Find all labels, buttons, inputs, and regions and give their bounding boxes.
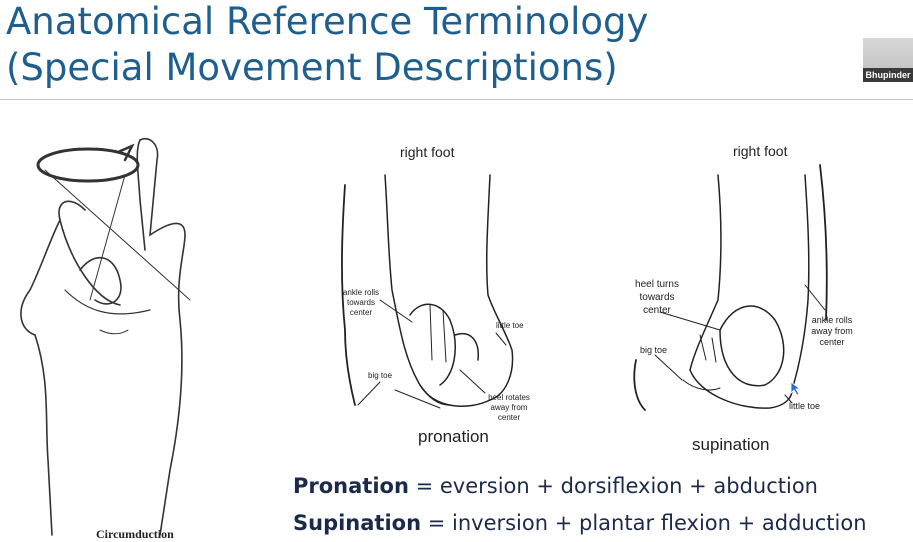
- circumduction-hand-illustration: [20, 138, 191, 536]
- pronation-equation: = eversion + dorsiflexion + abduction: [408, 474, 818, 498]
- supination-little-toe-label: little toe: [789, 401, 821, 411]
- illustrations: [20, 138, 828, 536]
- supination-big-toe-label: big toe: [640, 345, 668, 355]
- pronation-little-toe-label: little toe: [496, 321, 524, 330]
- pronation-ankle-label: ankle rolls towards center: [342, 288, 379, 317]
- slide-title-line-2: (Special Movement Descriptions): [6, 46, 618, 89]
- slide-title-line-1: Anatomical Reference Terminology: [6, 0, 649, 43]
- mouse-pointer-icon: [790, 381, 802, 396]
- pronation-foot-illustration: [341, 174, 514, 409]
- supination-definition: Supination = inversion + plantar flexion…: [293, 511, 867, 535]
- pronation-caption: pronation: [418, 427, 489, 446]
- pronation-heading: right foot: [400, 144, 455, 160]
- pronation-heel-label: heel rotates away from center: [488, 393, 530, 422]
- pronation-big-toe-label: big toe: [368, 371, 393, 380]
- pronation-term: Pronation: [293, 474, 409, 498]
- pronation-definition: Pronation = eversion + dorsiflexion + ab…: [293, 474, 818, 498]
- supination-equation: = inversion + plantar flexion + adductio…: [421, 511, 867, 535]
- supination-heel-label: heel turns towards center: [635, 279, 679, 316]
- supination-foot-illustration: [633, 164, 828, 411]
- circumduction-caption: Circumduction: [96, 527, 174, 541]
- supination-caption: supination: [692, 435, 770, 454]
- participant-name: Bhupinder: [863, 68, 913, 82]
- participant-video-thumbnail[interactable]: Bhupinder: [863, 38, 913, 82]
- title-divider: [0, 99, 913, 100]
- supination-ankle-label: ankle rolls away from center: [811, 315, 853, 347]
- supination-term: Supination: [293, 511, 422, 535]
- supination-heading: right foot: [733, 143, 788, 159]
